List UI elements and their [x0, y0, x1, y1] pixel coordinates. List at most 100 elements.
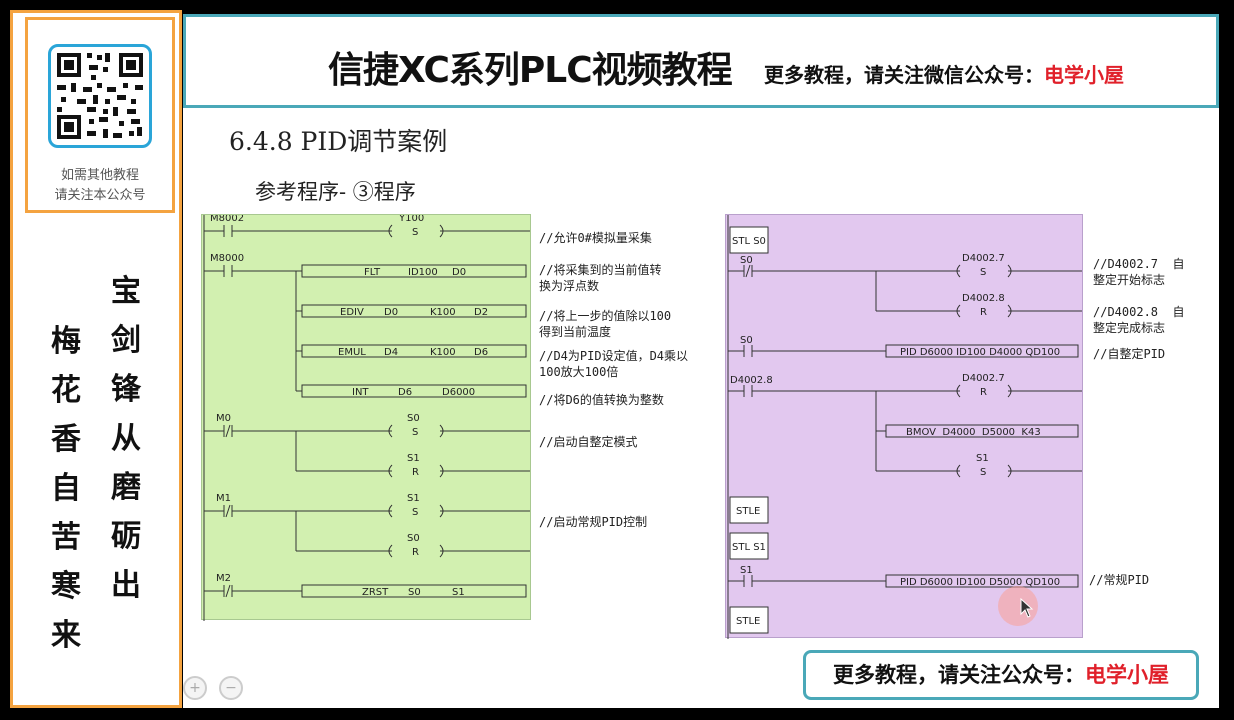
comment: //常规PID: [1089, 573, 1150, 587]
contact-label: M0: [216, 413, 231, 424]
instr-arg: D0: [384, 307, 398, 318]
poem-left-column: 梅 花 香 自 苦 寒 来: [49, 317, 83, 660]
poem-char: 砺: [111, 519, 141, 554]
contact-label: S1: [740, 565, 753, 576]
slide-title: 6.4.8 PID调节案例: [229, 127, 448, 156]
poem-char: 寒: [51, 569, 81, 604]
coil-function: S: [412, 507, 418, 518]
coil-operand: S1: [976, 453, 989, 464]
left-panel: 如需其他教程 请关注本公众号 宝 剑 锋 从 磨 砺 出 梅 花 香 自 苦 寒…: [10, 10, 182, 708]
poem-char: 宝: [111, 274, 141, 309]
coil-operand: Y100: [398, 215, 424, 224]
ladder-left-panel: M8002 M8000 M0 M1 M2 Y100 S S0 S S1 R S1…: [201, 213, 531, 621]
slide: 6.4.8 PID调节案例 参考程序- ③程序: [183, 108, 1219, 708]
ladder-right-panel: STL S0 STLE STL S1 STLE S0 S0 D4002.8 S1…: [725, 214, 1083, 639]
poem-right-column: 宝 剑 锋 从 磨 砺 出: [109, 267, 143, 610]
mouse-cursor-icon: [1020, 598, 1034, 618]
instr-text: PID D6000 ID100 D4000 QD100: [900, 347, 1060, 358]
instr-arg: D6: [474, 347, 488, 358]
instr-arg: ID100: [408, 267, 438, 278]
bottom-banner: 更多教程，请关注公众号：电学小屋: [803, 650, 1199, 700]
coil-operand: S0: [407, 413, 420, 424]
header-sub-prefix: 更多教程，请关注微信公众号：: [764, 63, 1044, 87]
comment: //允许0#模拟量采集: [539, 231, 652, 245]
contact-label: S0: [740, 335, 753, 346]
coil-operand: S1: [407, 493, 420, 504]
coil-function: R: [980, 307, 987, 318]
qr-code-icon: [57, 53, 143, 139]
ladder-left-diagram: M8002 M8000 M0 M1 M2 Y100 S S0 S S1 R S1…: [203, 213, 530, 621]
contact-label: M2: [216, 573, 231, 584]
poem-char: 出: [111, 568, 141, 603]
coil-function: S: [980, 267, 986, 278]
coil-function: S: [412, 427, 418, 438]
slide-subtitle: 参考程序- ③程序: [255, 180, 416, 204]
stle-label: STLE: [736, 506, 760, 517]
contact-label: S0: [740, 255, 753, 266]
instr-arg: K100: [430, 307, 456, 318]
instr-text: BMOV D4000 D5000 K43: [906, 427, 1041, 438]
banner-highlight: 电学小屋: [1085, 663, 1169, 687]
header-subtitle: 更多教程，请关注微信公众号：电学小屋: [764, 59, 1124, 88]
qr-code: [48, 44, 152, 148]
poem-char: 苦: [51, 520, 81, 555]
instr-name: ZRST: [362, 587, 389, 598]
instr-arg: D6000: [442, 387, 475, 398]
poem-char: 来: [51, 618, 81, 653]
coil-operand: S0: [407, 533, 420, 544]
poem-char: 剑: [111, 323, 141, 358]
stl-label: STL S0: [732, 236, 766, 247]
contact-label: D4002.8: [730, 375, 773, 386]
comment: //D4为PID设定值，D4乘以 100放大100倍: [539, 349, 689, 379]
comment: //将采集到的当前值转 换为浮点数: [539, 263, 662, 293]
coil-function: S: [980, 467, 986, 478]
instr-arg: S1: [452, 587, 465, 598]
instr-arg: S0: [408, 587, 421, 598]
instr-name: INT: [352, 387, 369, 398]
instr-arg: D4: [384, 347, 398, 358]
header-title: 信捷XC系列PLC视频教程: [328, 50, 733, 91]
comment: //D4002.7 自 整定开始标志: [1093, 257, 1185, 287]
coil-operand: D4002.8: [962, 293, 1005, 304]
coil-function: R: [412, 467, 419, 478]
poem-char: 香: [51, 422, 81, 457]
cursor-highlight: [998, 586, 1038, 626]
zoom-out-icon[interactable]: −: [219, 676, 243, 700]
comment: //将D6的值转换为整数: [539, 393, 664, 407]
comment: //启动常规PID控制: [539, 515, 648, 529]
comment: //自整定PID: [1093, 347, 1166, 361]
stle-label: STLE: [736, 616, 760, 627]
qr-box: 如需其他教程 请关注本公众号: [25, 17, 175, 213]
poem-char: 梅: [51, 324, 81, 359]
contact-label: M8002: [210, 215, 244, 224]
instr-text: PID D6000 ID100 D5000 QD100: [900, 577, 1060, 588]
coil-operand: S1: [407, 453, 420, 464]
poem-char: 锋: [111, 372, 141, 407]
instr-arg: D0: [452, 267, 466, 278]
contact-label: M1: [216, 493, 231, 504]
instr-name: EMUL: [338, 347, 366, 358]
comment: //启动自整定模式: [539, 435, 638, 449]
stl-label: STL S1: [732, 542, 766, 553]
coil-operand: D4002.7: [962, 373, 1005, 384]
poem-char: 磨: [111, 470, 141, 505]
coil-function: R: [980, 387, 987, 398]
coil-function: R: [412, 547, 419, 558]
comment: //D4002.8 自 整定完成标志: [1093, 305, 1185, 335]
poem-char: 从: [111, 421, 141, 456]
instr-name: FLT: [364, 267, 381, 278]
zoom-in-icon[interactable]: +: [183, 676, 207, 700]
coil-operand: D4002.7: [962, 253, 1005, 264]
qr-caption-line2: 请关注本公众号: [54, 188, 146, 203]
banner-prefix: 更多教程，请关注公众号：: [833, 663, 1085, 687]
comment: //将上一步的值除以100 得到当前温度: [539, 309, 672, 339]
instr-name: EDIV: [340, 307, 364, 318]
ladder-right-diagram: STL S0 STLE STL S1 STLE S0 S0 D4002.8 S1…: [727, 215, 1082, 639]
poem-char: 自: [51, 471, 81, 506]
instr-arg: K100: [430, 347, 456, 358]
qr-caption-line1: 如需其他教程: [60, 168, 139, 183]
contact-label: M8000: [210, 253, 244, 264]
header-banner: 信捷XC系列PLC视频教程 更多教程，请关注微信公众号：电学小屋: [183, 14, 1219, 108]
coil-function: S: [412, 227, 418, 238]
instr-arg: D6: [398, 387, 412, 398]
